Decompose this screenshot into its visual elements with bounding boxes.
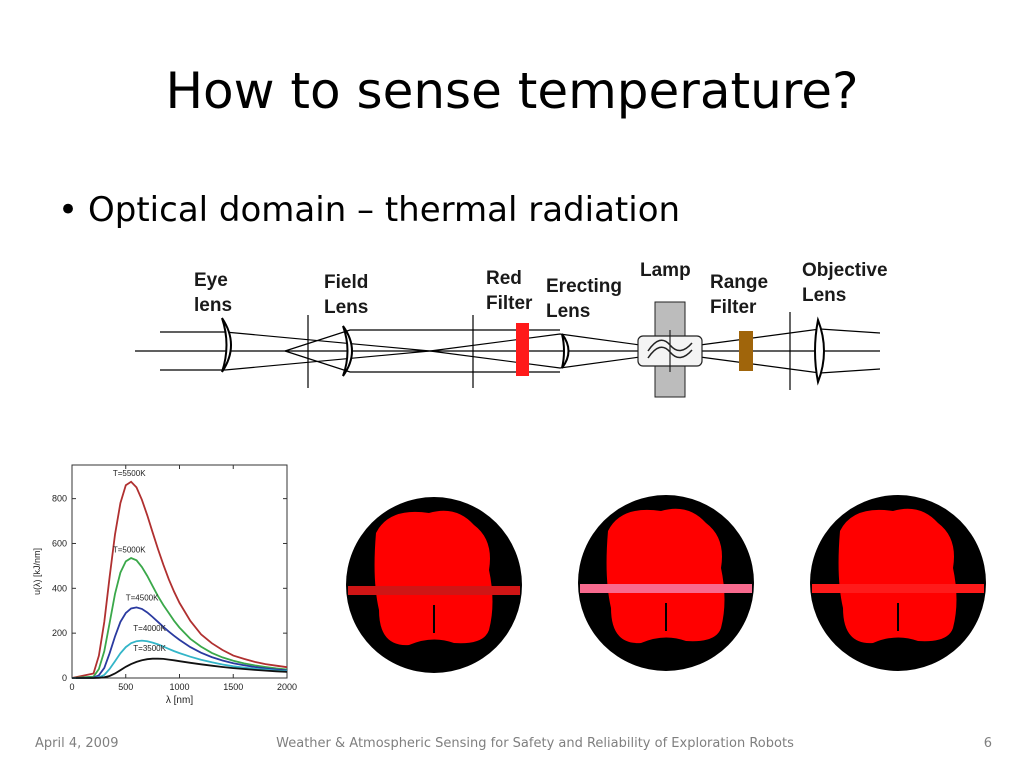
range-filter-label-line-1: Range <box>710 272 768 293</box>
y-tick-label-1: 0 <box>62 673 67 683</box>
y-tick-label-4: 600 <box>52 538 67 548</box>
slide-title: How to sense temperature? <box>165 62 859 120</box>
optic-labels: EyelensFieldLensRedFilterErectingLensLam… <box>194 260 888 322</box>
page-number: 6 <box>983 736 992 751</box>
x-axis-label: λ [nm] <box>166 695 193 706</box>
eye-lens-shape <box>221 317 232 373</box>
bullet-text: Optical domain – thermal radiation <box>88 190 681 230</box>
footer-date: April 4, 2009 <box>35 736 119 751</box>
chart-axes: 0 500 1000 1500 2000 0 200 400 600 800 λ [nm] u(λ) … <box>32 465 297 706</box>
view-1-lamp-filament <box>348 586 520 595</box>
x-tick-label-3: 1000 <box>169 682 189 692</box>
series-line-4 <box>72 639 288 679</box>
lamp-label-line-1: Lamp <box>640 260 691 281</box>
range-filter-shape <box>739 331 753 371</box>
eye-lens-label-line-1: Eye <box>194 270 228 291</box>
series-line-5 <box>72 657 288 679</box>
erecting-lens-shape <box>561 333 570 369</box>
bullet-item: •Optical domain – thermal radiation <box>58 190 680 230</box>
view-3 <box>810 495 986 671</box>
series-label-5: T=3500K <box>133 644 166 653</box>
series-label-1: T=5500K <box>113 469 146 478</box>
series-line-2 <box>71 556 288 679</box>
erecting-lens-label-line-1: Erecting <box>546 276 622 297</box>
eye-lens-label-line-2: lens <box>194 295 232 316</box>
view-2 <box>578 495 754 671</box>
x-tick-label-2: 500 <box>118 682 133 692</box>
erecting-lens-label-line-2: Lens <box>546 301 590 322</box>
field-lens-label-line-2: Lens <box>324 297 368 318</box>
field-lens-shape <box>342 325 353 377</box>
red-filter-shape <box>516 323 529 376</box>
plot-frame <box>71 464 288 679</box>
series-label-2: T=5000K <box>113 545 146 554</box>
series-line-1 <box>71 480 288 679</box>
y-tick-label-5: 800 <box>52 494 67 504</box>
field-lens-label-line-1: Field <box>324 272 368 293</box>
lamp-icon <box>637 301 703 398</box>
field-ray-upper <box>284 329 560 352</box>
bullet-dot-icon: • <box>58 190 79 230</box>
footer-title: Weather & Atmospheric Sensing for Safety… <box>276 736 794 751</box>
red-filter-label-line-2: Filter <box>486 293 533 314</box>
series-label-3: T=4500K <box>126 594 159 603</box>
x-tick-label-5: 2000 <box>277 682 297 692</box>
objective-lens-shape <box>814 316 825 386</box>
x-tick-label-4: 1500 <box>223 682 243 692</box>
series-line-3 <box>71 606 288 679</box>
y-tick-label-2: 200 <box>52 628 67 638</box>
objective-lens-label-line-2: Lens <box>802 285 846 306</box>
view-2-lamp-filament <box>580 584 752 593</box>
series-label-4: T=4000K <box>133 624 166 633</box>
red-filter-label-line-1: Red <box>486 268 522 289</box>
chart-curves: T=5500K T=5000K T=4500K T=4000K T=3500K <box>71 469 288 679</box>
field-ray-lower <box>284 350 560 373</box>
objective-lens-label-line-1: Objective <box>802 260 888 281</box>
range-filter-label-line-2: Filter <box>710 297 757 318</box>
views-group <box>346 495 986 673</box>
y-tick-label-3: 400 <box>52 583 67 593</box>
y-axis-label: u(λ) [kJ/nm] <box>32 548 42 595</box>
x-tick-label-1: 0 <box>69 682 74 692</box>
view-3-lamp-filament <box>812 584 984 593</box>
view-1 <box>346 497 522 673</box>
